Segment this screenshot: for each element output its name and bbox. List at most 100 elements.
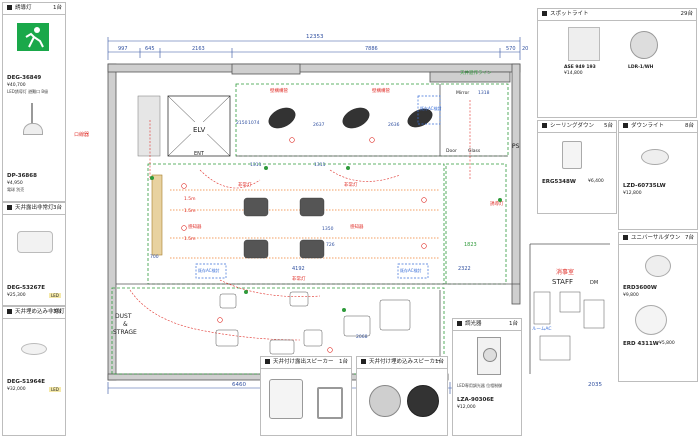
dim-seg-4: 7886 (365, 46, 378, 52)
chairs (268, 107, 433, 129)
card-count: 29台 (680, 11, 694, 17)
card-model: LZD-60735LW (623, 183, 666, 189)
shelf-line: 天井遊作ライン (460, 69, 492, 76)
card-header: ダウンライト 8台 (619, 121, 697, 133)
dim-seg-3: 2163 (192, 46, 205, 52)
card-price: ¥9,800 (623, 293, 639, 298)
card-count: 5台 (604, 123, 613, 129)
dim-2150: 2150 (236, 120, 248, 126)
fixture-symbols (150, 137, 502, 353)
card-title: 天井付け露出スピーカー (273, 359, 334, 365)
card-title: ダウンライト (631, 123, 665, 129)
card-count: 3台 (53, 205, 62, 211)
room-ac-label: ルームAC (532, 326, 552, 332)
card-model-2: ERD 4311W (623, 341, 659, 347)
keep-wall-2: 壁構構管 (372, 87, 390, 94)
card-price: ¥40,700 (7, 83, 26, 88)
ent-label: ENT (194, 151, 205, 157)
emergency-2: 非常灯 (344, 181, 358, 188)
ceiling-emergency-image (17, 231, 53, 253)
staff-room (533, 291, 605, 361)
card-title: 天井付け埋め込みスピーカー (369, 359, 441, 365)
card-model: LZA-90306E (457, 397, 494, 403)
card-header: ユニバーサルダウン 7台 (619, 233, 697, 245)
card-title: 天井露出非常灯 (15, 205, 54, 211)
speaker-black-image (407, 385, 439, 417)
card-model: DEG-51964E (7, 379, 46, 385)
card-model: DEG-53267E (7, 285, 46, 291)
card-count: 3台 (53, 309, 62, 315)
dm-label: DM (590, 280, 598, 286)
dimmer-knob-icon (483, 348, 497, 362)
dim-1823: 1823 (464, 242, 477, 248)
dust-line-2: & (123, 321, 128, 328)
elv-label: ELV (193, 126, 206, 134)
dim-4192: 4192 (292, 266, 305, 272)
card-count: 8台 (685, 123, 694, 129)
ceiling-down-image (562, 141, 582, 169)
dim-700: 700 (150, 254, 159, 260)
staff-label: STAFF (552, 278, 573, 286)
dim-seg-1: 997 (118, 46, 128, 52)
staff-jp-label: 消事室 (556, 268, 574, 276)
guide-light-label: 誘導灯 (490, 200, 504, 207)
card-tag: LED (49, 293, 61, 298)
card-count: 1台 (53, 5, 62, 11)
ps-label: PS (512, 143, 520, 150)
card-model: ERD3600W (623, 285, 657, 291)
card-title: 調光器 (465, 321, 482, 327)
universal-image (645, 255, 671, 277)
lobby-label: ロ線器 (74, 131, 89, 138)
universal2-image (635, 305, 667, 335)
dim-1311b: 1311 (314, 162, 326, 168)
card-price: ¥14,800 (564, 71, 583, 76)
dim-seg-2: 645 (145, 46, 155, 52)
door-label: Door (446, 148, 457, 154)
dust-line-1: DUST (115, 313, 132, 320)
emergency-3: 非常灯 (292, 275, 306, 282)
speaker-bracket-image (317, 387, 343, 419)
card-title: 天井埋め込み非常灯 (15, 309, 65, 315)
dim-1311a: 1311 (250, 162, 262, 168)
ac-units (195, 95, 441, 279)
exit-sign-image (17, 23, 49, 51)
card-title: ユニバーサルダウン (631, 235, 681, 241)
emergency-1: 非常灯 (238, 181, 252, 188)
speaker-grille-image (369, 385, 401, 417)
card-price: ¥32,000 (7, 387, 26, 392)
downlight-image (641, 149, 669, 165)
card-count: 7台 (685, 235, 694, 241)
glass-label: Glass (468, 148, 481, 154)
red-wiring (129, 100, 471, 341)
speaker-box-image (269, 379, 303, 419)
lounge-seats (215, 291, 411, 355)
card-price-2: ¥5,800 (659, 341, 675, 346)
pendant-shade (23, 123, 43, 135)
spotlight-image (568, 27, 600, 61)
pendant-note: 電球 別売 (7, 187, 25, 192)
pendant-model: DP-36868 (7, 173, 37, 179)
card-note: LED専用調光器 位相制御 (457, 383, 503, 388)
dim-bottom-right: 2035 (588, 382, 602, 388)
card-model: DEG-36849 (7, 75, 42, 81)
keep-wall-1: 壁構構管 (270, 87, 288, 94)
card-count: 1台 (435, 359, 444, 365)
sensor-2: 感知器 (350, 223, 364, 230)
card-tag: LED (49, 387, 61, 392)
ac-label-3: 既存AC検討 (400, 267, 421, 273)
